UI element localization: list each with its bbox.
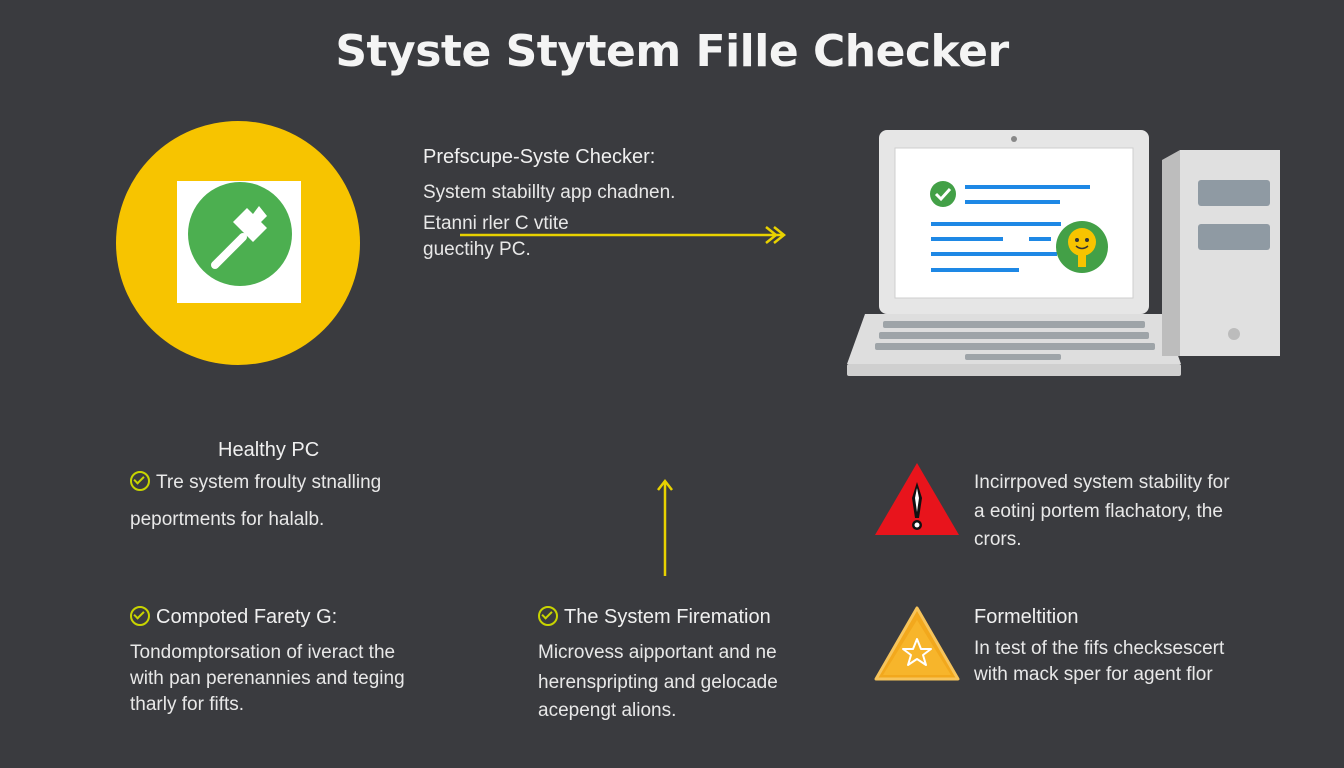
- formeltition-line1: In test of the fifs checksescert: [974, 638, 1225, 659]
- formeltition-heading: Formeltition: [974, 606, 1079, 628]
- intro-line2: Etanni rler C vtite: [423, 213, 569, 234]
- computed-line3: tharly for fifts.: [130, 694, 245, 715]
- check-circle-icon: [538, 606, 558, 626]
- warning-icon: [875, 463, 959, 535]
- healthy-line2: peportments for halalb.: [130, 509, 325, 530]
- firemation-heading: The System Firemation: [538, 606, 771, 629]
- desktop-tower-illustration: [1160, 148, 1282, 360]
- arrow-right-icon: [460, 226, 787, 244]
- computed-heading: Compoted Farety G:: [130, 606, 337, 629]
- healthy-line1: Tre system froulty stnalling: [130, 469, 381, 496]
- healthy-heading: Healthy PC: [218, 439, 320, 461]
- intro-line1: System stabillty app chadnen.: [423, 182, 676, 203]
- improved-line2: a eotinj portem flachatory, the: [974, 501, 1223, 522]
- smiley-icon: [1056, 221, 1108, 273]
- arrow-up-icon: [657, 478, 673, 576]
- improved-line3: crors.: [974, 529, 1022, 550]
- star-warning-icon: [874, 606, 960, 681]
- page-title: Styste Stytem Fille Checker: [335, 26, 1009, 77]
- intro-heading: Prefscupe-Syste Checker:: [423, 146, 656, 168]
- improved-line1: Incirrpoved system stability for: [974, 472, 1230, 493]
- firemation-line1: Microvess aipportant and ne: [538, 642, 777, 663]
- check-circle-icon: [130, 471, 150, 491]
- intro-line3: guectihy PC.: [423, 239, 531, 260]
- app-logo-badge: [115, 120, 361, 366]
- hammer-icon: [188, 182, 292, 286]
- computed-line1: Tondomptorsation of iveract the: [130, 642, 396, 663]
- laptop-illustration: [845, 128, 1185, 380]
- formeltition-line2: with mack sper for agent flor: [974, 664, 1213, 685]
- computed-line2: with pan perenannies and teging: [130, 668, 405, 689]
- firemation-line2: herenspripting and gelocade: [538, 672, 778, 693]
- firemation-line3: acepengt alions.: [538, 700, 677, 721]
- check-icon: [930, 181, 956, 207]
- check-circle-icon: [130, 606, 150, 626]
